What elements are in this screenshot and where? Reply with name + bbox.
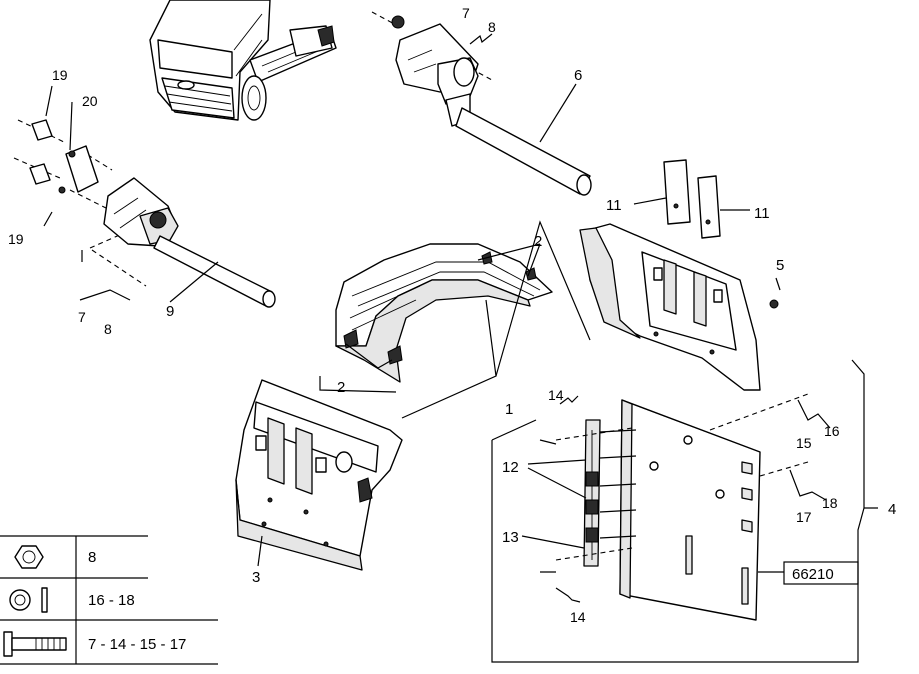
nut-icon bbox=[14, 545, 44, 569]
callout-7a: 7 bbox=[462, 5, 470, 21]
fender-panel-rear bbox=[579, 223, 779, 391]
mounting-arm-6 bbox=[371, 11, 592, 196]
mudflap-assembly bbox=[491, 359, 878, 663]
callout-12: 12 bbox=[502, 459, 519, 476]
callout-3: 3 bbox=[252, 569, 260, 586]
callout-5: 5 bbox=[776, 257, 784, 274]
legend-row-1-text: 8 bbox=[88, 549, 96, 566]
callout-19b: 19 bbox=[8, 231, 24, 247]
callout-14a: 14 bbox=[548, 387, 564, 403]
callout-18: 18 bbox=[822, 495, 838, 511]
fastener-legend: 8 16 - 18 7 - 14 - 15 - 17 bbox=[0, 535, 218, 665]
callout-11b: 11 bbox=[754, 205, 770, 222]
callout-2a: 2 bbox=[534, 233, 542, 250]
callout-9: 9 bbox=[166, 303, 174, 320]
fender-half bbox=[335, 243, 553, 383]
legend-row-2-text: 16 - 18 bbox=[88, 592, 135, 609]
callout-16: 16 bbox=[824, 423, 840, 439]
mounting-arm-9 bbox=[13, 119, 276, 308]
truck-illustration bbox=[149, 0, 337, 121]
callout-13: 13 bbox=[502, 529, 519, 546]
callout-2b: 2 bbox=[337, 379, 345, 396]
callout-8b: 8 bbox=[104, 321, 112, 337]
callout-8a: 8 bbox=[488, 19, 496, 35]
callout-17: 17 bbox=[796, 509, 812, 525]
washer-icon bbox=[9, 587, 48, 613]
legend-row-3-text: 7 - 14 - 15 - 17 bbox=[88, 636, 186, 653]
fender-panel-front bbox=[235, 379, 403, 571]
callout-11a: 11 bbox=[606, 197, 622, 214]
bracket-plates-11 bbox=[663, 159, 721, 239]
callout-7b: 7 bbox=[78, 309, 86, 325]
callout-4: 4 bbox=[888, 501, 896, 518]
reference-number: 66210 bbox=[792, 566, 834, 583]
callout-labels: 1 2 2 3 4 5 6 7 8 7 8 9 11 11 12 13 14 1… bbox=[8, 5, 896, 625]
callout-19a: 19 bbox=[52, 67, 68, 83]
callout-6: 6 bbox=[574, 67, 582, 84]
callout-20: 20 bbox=[82, 93, 98, 109]
callout-1: 1 bbox=[505, 401, 513, 418]
reference-number-box: 66210 bbox=[783, 561, 859, 585]
callout-15: 15 bbox=[796, 435, 812, 451]
callout-14b: 14 bbox=[570, 609, 586, 625]
bolt-icon bbox=[3, 631, 67, 657]
